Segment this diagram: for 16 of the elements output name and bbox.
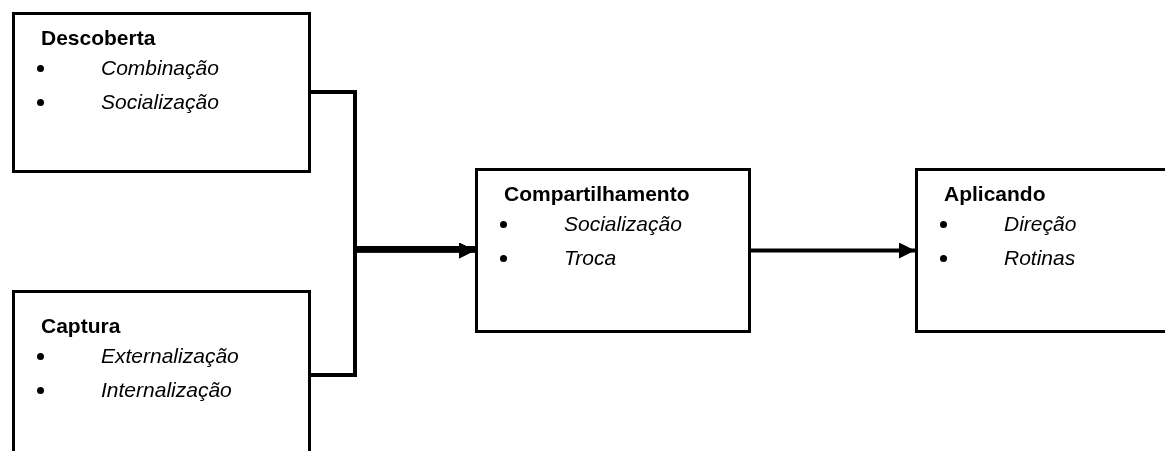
text-box [12,290,311,451]
bullet-text: Externalização [101,344,239,368]
text-box [915,168,1165,333]
text-box [12,12,311,173]
box-heading: Aplicando [944,181,1046,207]
bullet-text: Troca [564,246,617,270]
text-box [475,168,751,333]
box-heading: Compartilhamento [504,181,690,207]
box-heading: Descoberta [41,25,156,51]
bullet-text: Combinação [101,56,219,80]
bullet-text: Socialização [564,212,682,236]
bullet-text: Internalização [101,378,232,402]
bullet-text: Direção [1004,212,1077,236]
box-heading: Captura [41,313,121,339]
bullet-text: Socialização [101,90,219,114]
bullet-text: Rotinas [1004,246,1076,270]
